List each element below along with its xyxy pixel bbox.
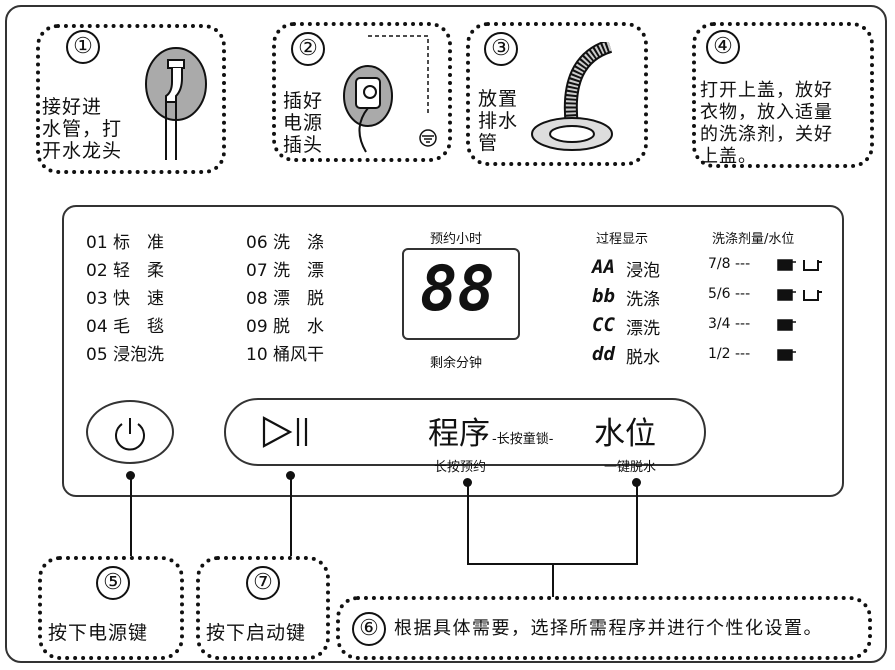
- step-7-box: [196, 556, 330, 660]
- step-6-number: ⑥: [352, 612, 386, 646]
- display-top-label: 预约小时: [430, 232, 483, 247]
- connector-program: [467, 484, 469, 564]
- water-tap-icon: [145, 47, 207, 160]
- start-pause-icon[interactable]: [262, 414, 322, 450]
- program-06: 06 洗 涤: [246, 233, 325, 253]
- step-3-line-3: 管: [478, 132, 499, 154]
- process-header: 过程显示: [596, 232, 649, 247]
- start-dot: [286, 471, 295, 480]
- program-sub-label: 长按预约: [434, 460, 487, 475]
- program-10: 10 桶风干: [246, 345, 325, 365]
- step-7-number: ⑦: [246, 566, 280, 600]
- process-label-rinse: 漂洗: [626, 319, 660, 339]
- step-5-number: ⑤: [96, 566, 130, 600]
- detergent-row-7-8: 7/8 ---: [708, 256, 751, 272]
- step-3-box: [466, 22, 648, 166]
- step-5-text: 按下电源键: [48, 622, 149, 644]
- step-6-box: [336, 596, 872, 660]
- step-3-number: ③: [484, 32, 518, 66]
- connector-start: [290, 478, 292, 556]
- step-4-line-3: 的洗涤剂，关好: [700, 124, 833, 145]
- power-button[interactable]: [86, 400, 174, 464]
- process-label-soak: 浸泡: [626, 261, 660, 281]
- program-09: 09 脱 水: [246, 317, 325, 337]
- step-3-line-2: 排水: [478, 110, 519, 132]
- outer-frame: [5, 5, 887, 663]
- step-4-line-4: 上盖。: [700, 146, 757, 167]
- main-control-bar: [224, 398, 706, 466]
- water-sub-label: 一键脱水: [604, 460, 657, 475]
- step-5-box: [38, 556, 184, 660]
- power-plug-icon: [343, 35, 437, 153]
- program-button-label[interactable]: 程序: [428, 416, 490, 452]
- power-icon: [115, 418, 145, 451]
- step-3-line-1: 放置: [478, 88, 519, 110]
- process-label-wash: 洗涤: [626, 290, 660, 310]
- program-02: 02 轻 柔: [86, 261, 165, 281]
- power-dot: [126, 471, 135, 480]
- connector-step-6: [552, 563, 554, 597]
- detergent-row-5-6: 5/6 ---: [708, 286, 751, 302]
- program-08: 08 漂 脱: [246, 289, 325, 309]
- step-2-line-2: 电源: [283, 112, 324, 134]
- step-1-line-3: 开水龙头: [42, 140, 123, 162]
- step-2-box: [272, 22, 452, 162]
- control-panel: [62, 205, 844, 497]
- child-lock-label: -长按童锁-: [492, 432, 554, 447]
- program-01: 01 标 准: [86, 233, 165, 253]
- detergent-header: 洗涤剂量/水位: [712, 232, 795, 247]
- detergent-row-1-2: 1/2 ---: [708, 346, 751, 362]
- step-2-line-1: 插好: [283, 90, 324, 112]
- step-1-line-2: 水管，打: [42, 118, 123, 140]
- step-6-text: 根据具体需要，选择所需程序并进行个性化设置。: [394, 618, 823, 639]
- detergent-row-3-4: 3/4 ---: [708, 316, 751, 332]
- water-level-button-label[interactable]: 水位: [594, 416, 656, 452]
- program-03: 03 快 速: [86, 289, 165, 309]
- digit-display: [402, 248, 520, 340]
- step-1-box: [36, 24, 226, 174]
- display-digits: 88: [420, 252, 495, 325]
- process-code-wash: bb: [592, 285, 615, 307]
- step-4-number: ④: [706, 30, 740, 64]
- drain-hose-icon: [531, 42, 613, 151]
- program-04: 04 毛 毯: [86, 317, 165, 337]
- step-2-line-3: 插头: [283, 134, 324, 156]
- step-1-number: ①: [66, 30, 100, 64]
- water-dot: [632, 478, 641, 487]
- program-dot: [463, 478, 472, 487]
- connector-power: [130, 478, 132, 556]
- step-4-box: [692, 22, 874, 168]
- display-bottom-label: 剩余分钟: [430, 356, 483, 371]
- step-1-line-1: 接好进: [42, 96, 103, 118]
- process-label-spin: 脱水: [626, 348, 660, 368]
- process-code-soak: AA: [592, 256, 615, 278]
- program-05: 05 浸泡洗: [86, 345, 165, 365]
- detergent-cup-icons: [777, 259, 822, 361]
- step-4-line-2: 衣物，放入适量: [700, 102, 833, 123]
- process-code-rinse: CC: [592, 314, 615, 336]
- step-4-line-1: 打开上盖，放好: [700, 80, 833, 101]
- step-7-text: 按下启动键: [206, 622, 307, 644]
- program-07: 07 洗 漂: [246, 261, 325, 281]
- step-2-number: ②: [291, 32, 325, 66]
- connector-water: [636, 484, 638, 564]
- process-code-spin: dd: [592, 343, 615, 365]
